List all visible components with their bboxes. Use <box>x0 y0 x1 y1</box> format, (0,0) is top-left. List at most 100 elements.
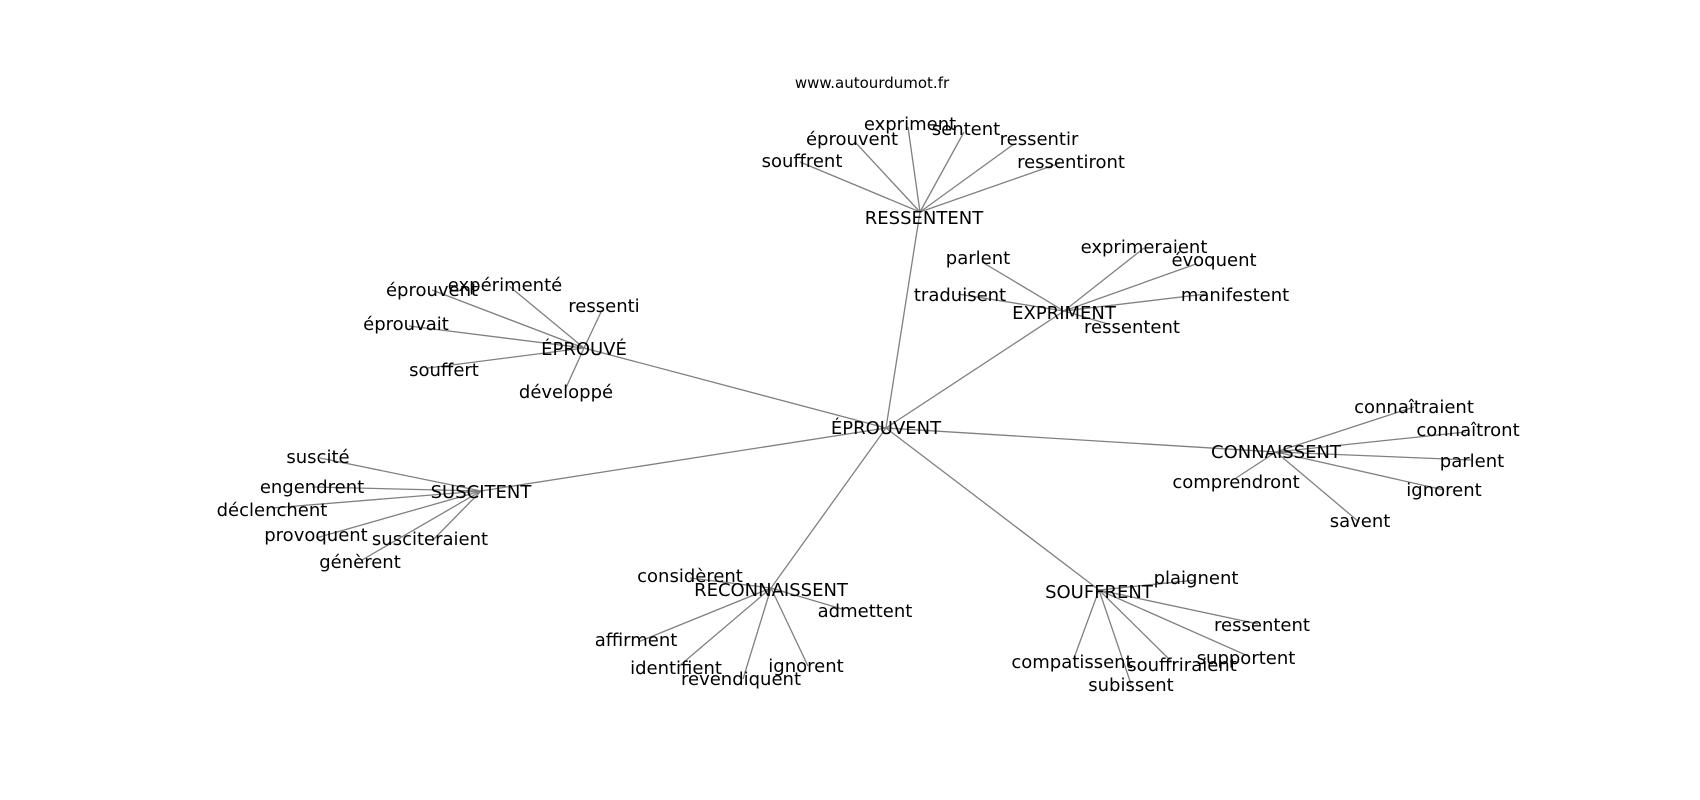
node-leaf-suscite[interactable]: suscité <box>286 447 349 468</box>
node-leaf-affirment[interactable]: affirment <box>595 630 678 651</box>
label-layer: ÉPROUVENTRESSENTENTsouffrentéprouventexp… <box>217 114 1520 696</box>
edge-souffrent-compatissent <box>1073 589 1100 659</box>
edge-ressentent-eprouvent <box>854 141 921 213</box>
edge-suscitent-declenchent <box>271 490 482 509</box>
edge-souffrent-souffriraient <box>1098 589 1173 663</box>
node-leaf-supportent[interactable]: supportent <box>1197 648 1296 669</box>
edge-layer <box>271 126 1472 685</box>
edge-center-suscitent <box>480 427 887 492</box>
edge-center-souffrent <box>885 427 1100 591</box>
node-leaf-ignorent[interactable]: ignorent <box>1406 480 1481 501</box>
node-leaf-ignorent[interactable]: ignorent <box>768 656 843 677</box>
node-leaf-comprendront[interactable]: comprendront <box>1172 472 1299 493</box>
node-leaf-plaignent[interactable]: plaignent <box>1154 568 1239 589</box>
edge-eprouve-developpe <box>564 347 585 391</box>
edge-center-connaissent <box>885 427 1277 453</box>
node-leaf-considerent[interactable]: considèrent <box>637 566 743 587</box>
edge-center-eprouve <box>583 347 887 429</box>
node-leaf-connaitront[interactable]: connaîtront <box>1416 420 1519 441</box>
node-leaf-ressentent[interactable]: ressentent <box>1214 615 1310 636</box>
edge-eprouve-experimente <box>508 285 585 349</box>
node-leaf-experimente[interactable]: expérimenté <box>448 275 562 296</box>
edge-eprouve-eprouvait <box>408 325 585 349</box>
node-leaf-compatissent[interactable]: compatissent <box>1011 652 1132 673</box>
node-hub-eprouve[interactable]: ÉPROUVÉ <box>541 338 627 360</box>
edge-expriment-ressentent <box>1063 310 1109 325</box>
node-leaf-evoquent[interactable]: évoquent <box>1171 250 1256 271</box>
edge-souffrent-ressentent <box>1098 589 1259 625</box>
node-leaf-subissent[interactable]: subissent <box>1088 675 1174 696</box>
edge-reconnaissent-admettent <box>770 587 843 610</box>
edge-reconnaissent-ignorent <box>770 587 809 667</box>
node-leaf-generent[interactable]: génèrent <box>319 552 401 573</box>
edge-eprouve-ressenti <box>583 309 603 349</box>
node-leaf-souffert[interactable]: souffert <box>409 360 479 381</box>
node-leaf-manifestent[interactable]: manifestent <box>1181 285 1289 306</box>
node-leaf-souffrent[interactable]: souffrent <box>762 151 843 172</box>
edge-expriment-traduisent <box>957 293 1065 312</box>
edge-expriment-manifestent <box>1063 293 1207 312</box>
node-leaf-declenchent[interactable]: déclenchent <box>217 500 328 521</box>
node-hub-reconnaissent[interactable]: RECONNAISSENT <box>694 580 849 601</box>
edge-connaissent-comprendront <box>1235 451 1277 479</box>
edge-connaissent-parlent <box>1275 451 1472 461</box>
node-leaf-souffriraient[interactable]: souffriraient <box>1127 655 1237 676</box>
node-leaf-ressentiront[interactable]: ressentiront <box>1017 152 1125 173</box>
node-leaf-ressentir[interactable]: ressentir <box>1000 129 1079 150</box>
edge-souffrent-plaignent <box>1098 579 1197 591</box>
edge-expriment-parlent <box>981 261 1065 312</box>
node-leaf-ressentent[interactable]: ressentent <box>1084 317 1180 338</box>
edge-ressentent-ressentiront <box>919 162 1061 213</box>
node-leaf-eprouvait[interactable]: éprouvait <box>363 314 449 335</box>
edge-eprouve-eprouvent <box>431 289 585 349</box>
node-hub-souffrent[interactable]: SOUFFRENT <box>1045 582 1154 603</box>
edge-center-expriment <box>885 310 1065 429</box>
node-hub-suscitent[interactable]: SUSCITENT <box>431 482 533 503</box>
edge-suscitent-provoquent <box>315 490 482 539</box>
node-leaf-revendiquent[interactable]: revendiquent <box>681 669 801 690</box>
node-leaf-susciteraient[interactable]: susciteraient <box>372 529 488 550</box>
node-leaf-connaitraient[interactable]: connaîtraient <box>1354 397 1474 418</box>
edge-connaissent-connaitraient <box>1275 406 1415 453</box>
node-leaf-sentent[interactable]: sentent <box>932 119 1000 140</box>
node-leaf-savent[interactable]: savent <box>1330 511 1391 532</box>
edge-suscitent-susciteraient <box>431 490 482 542</box>
node-leaf-exprimeraient[interactable]: exprimeraient <box>1081 237 1208 258</box>
edge-center-reconnaissent <box>770 427 887 589</box>
edge-connaissent-savent <box>1275 451 1360 523</box>
edge-suscitent-engendrent <box>311 486 482 492</box>
edge-suscitent-suscite <box>319 457 482 492</box>
node-leaf-developpe[interactable]: développé <box>519 382 613 403</box>
node-leaf-parlent[interactable]: parlent <box>946 248 1010 269</box>
edge-ressentent-souffrent <box>799 161 921 213</box>
node-leaf-admettent[interactable]: admettent <box>818 601 913 622</box>
edge-reconnaissent-affirment <box>637 587 772 643</box>
node-leaf-ressenti[interactable]: ressenti <box>568 296 639 317</box>
node-hub-expriment[interactable]: EXPRIMENT <box>1012 303 1117 324</box>
node-leaf-traduisent[interactable]: traduisent <box>914 285 1006 306</box>
edge-expriment-evoquent <box>1063 263 1197 312</box>
source-label: www.autourdumot.fr <box>795 74 950 92</box>
edge-suscitent-generent <box>361 490 482 561</box>
node-hub-connaissent[interactable]: CONNAISSENT <box>1211 442 1342 463</box>
node-leaf-parlent[interactable]: parlent <box>1440 451 1504 472</box>
node-leaf-eprouvent[interactable]: éprouvent <box>806 129 898 150</box>
edge-souffrent-subissent <box>1098 589 1132 685</box>
node-leaf-provoquent[interactable]: provoquent <box>264 525 367 546</box>
edge-souffrent-supportent <box>1098 589 1249 657</box>
edge-ressentent-expriment <box>907 126 921 213</box>
node-center-eprouvent[interactable]: ÉPROUVENT <box>831 417 942 439</box>
node-leaf-expriment[interactable]: expriment <box>864 114 956 135</box>
node-leaf-engendrent[interactable]: engendrent <box>260 477 364 498</box>
node-leaf-eprouvent[interactable]: éprouvent <box>386 280 478 301</box>
edge-reconnaissent-considerent <box>689 577 772 589</box>
edge-reconnaissent-identifient <box>677 587 772 668</box>
node-hub-ressentent[interactable]: RESSENTENT <box>865 208 984 229</box>
edge-expriment-exprimeraient <box>1063 247 1145 312</box>
edge-connaissent-ignorent <box>1275 451 1445 491</box>
edge-reconnaissent-revendiquent <box>742 587 772 680</box>
edge-ressentent-ressentir <box>919 143 1015 213</box>
edge-ressentent-sentent <box>919 131 965 213</box>
node-leaf-identifient[interactable]: identifient <box>630 658 722 679</box>
